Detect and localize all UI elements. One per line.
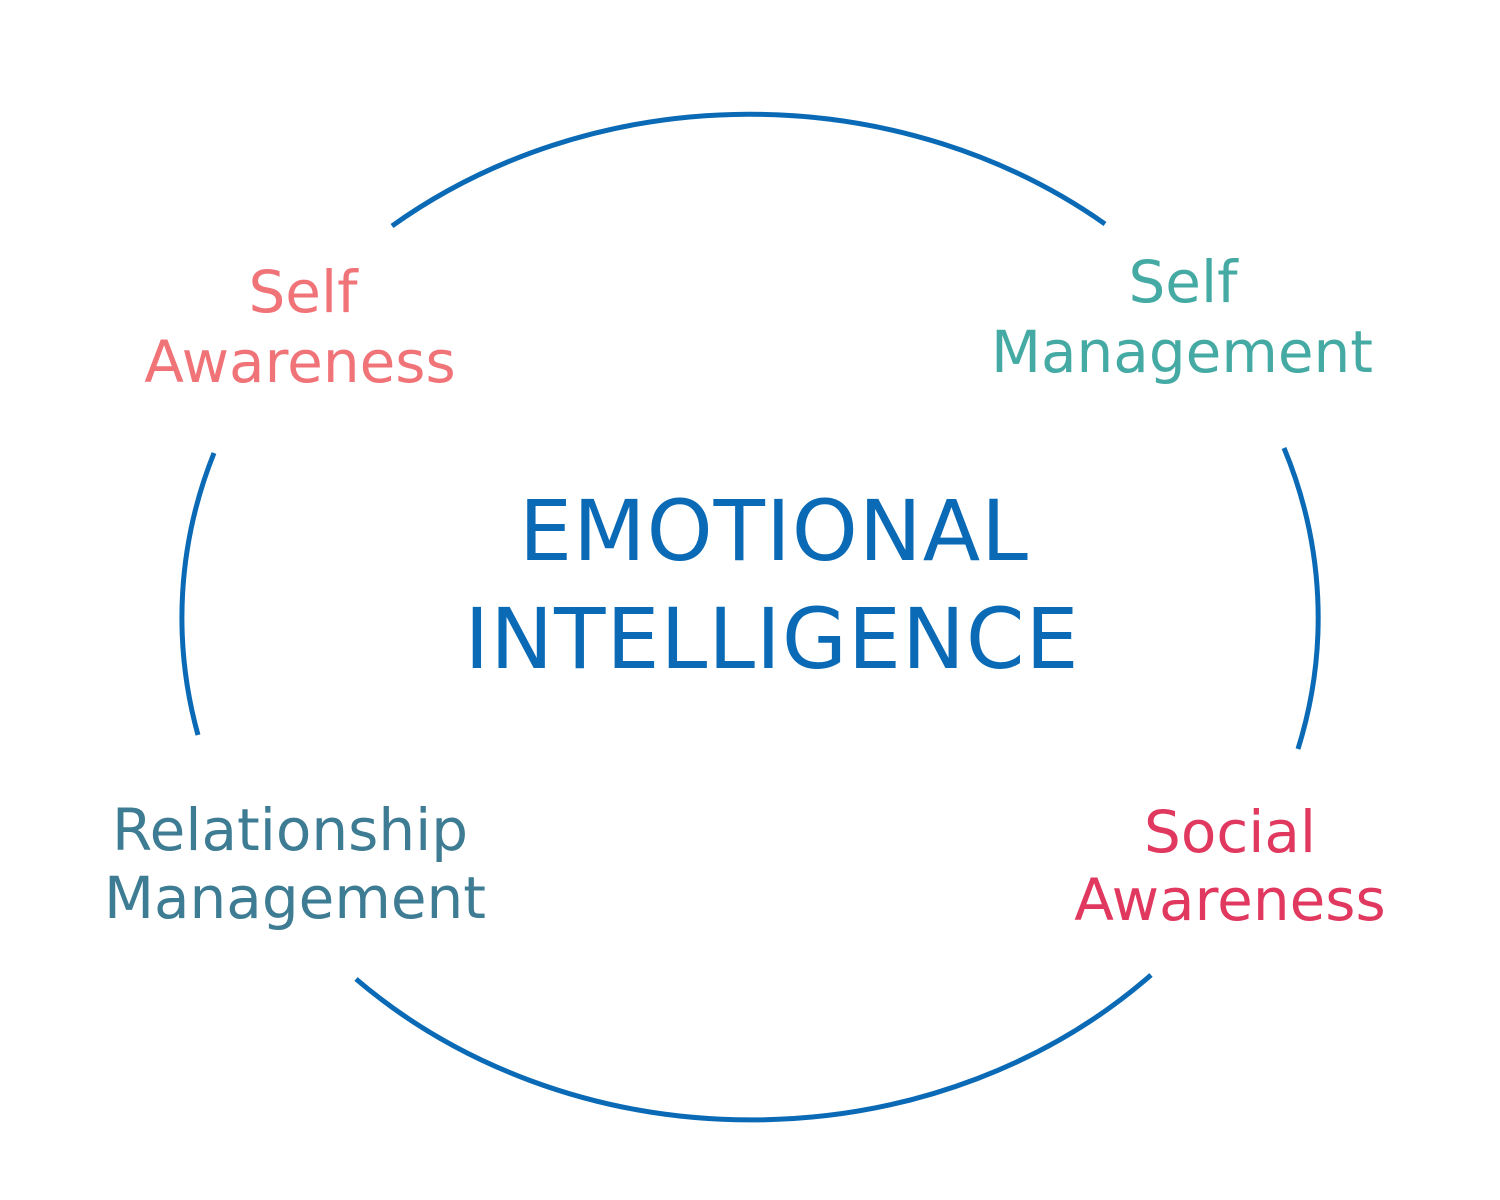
relationship-management-line-1: Relationship [112,796,468,864]
social-awareness-line-2: Awareness [1074,866,1385,934]
label-relationship-management: Relationship Management [104,796,486,932]
ring-arc-right [1281,447,1321,750]
center-title-line-2: INTELLIGENCE [464,590,1079,688]
ring-arc-top [390,111,1107,229]
self-management-line-2: Management [991,318,1373,386]
ring-arc-bottom [354,973,1153,1123]
center-title: EMOTIONAL INTELLIGENCE [464,482,1079,688]
relationship-management-line-2: Management [104,864,486,932]
self-awareness-line-1: Self [248,258,359,326]
label-self-awareness: Self Awareness [144,258,455,396]
ring [179,111,1321,1123]
social-awareness-line-1: Social [1144,798,1316,866]
self-management-line-1: Self [1128,248,1239,316]
label-self-management: Self Management [991,248,1373,386]
label-social-awareness: Social Awareness [1074,798,1385,934]
center-title-line-1: EMOTIONAL [519,482,1029,580]
self-awareness-line-2: Awareness [144,328,455,396]
ring-arc-left [179,452,217,736]
